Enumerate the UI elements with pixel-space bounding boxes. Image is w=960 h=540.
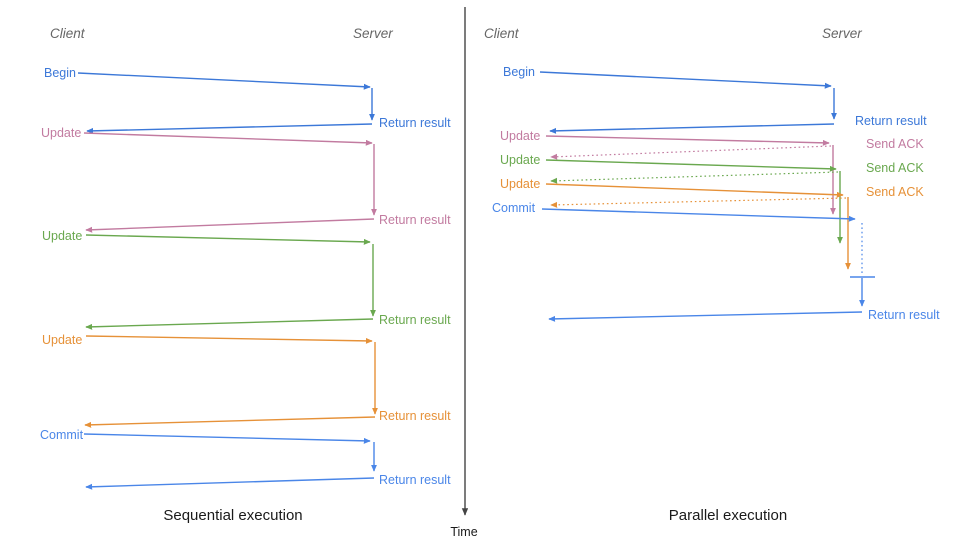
command-label-begin: Begin <box>503 65 535 79</box>
response-label: Return result <box>379 409 451 423</box>
response-label: Return result <box>855 114 927 128</box>
time-axis-label: Time <box>450 525 477 539</box>
request-arrow-update-1 <box>83 132 373 146</box>
request-arrow-update-2 <box>545 159 837 172</box>
command-label-update-2: Update <box>42 229 82 243</box>
command-label-update-3: Update <box>42 333 82 347</box>
panel-title-parallel: Parallel execution <box>669 507 787 524</box>
request-arrow-begin <box>539 71 832 89</box>
response-label: Send ACK <box>866 161 924 175</box>
client-header: Client <box>484 26 520 41</box>
time-axis: Time <box>450 7 478 539</box>
response-arrow <box>84 416 376 428</box>
response-label: Return result <box>868 308 940 322</box>
response-label: Return result <box>379 313 451 327</box>
response-label: Send ACK <box>866 137 924 151</box>
server-header: Server <box>353 26 393 41</box>
command-label-commit: Commit <box>40 428 84 442</box>
response-label: Send ACK <box>866 185 924 199</box>
request-arrow-update-1 <box>545 135 830 146</box>
request-arrow-begin <box>77 72 371 90</box>
ack-arrow-dotted <box>550 197 847 208</box>
response-arrow <box>85 477 375 490</box>
command-label-commit: Commit <box>492 201 536 215</box>
command-label-update-2: Update <box>500 153 540 167</box>
client-header: Client <box>50 26 86 41</box>
response-arrow <box>85 218 375 233</box>
command-label-update-3: Update <box>500 177 540 191</box>
response-arrow <box>86 123 373 134</box>
command-label-update-1: Update <box>41 126 81 140</box>
command-label-begin: Begin <box>44 66 76 80</box>
response-arrow <box>549 123 835 134</box>
parallel-panel: Client Server Begin Return result Update… <box>484 26 940 524</box>
request-arrow-update-3 <box>85 335 373 344</box>
request-arrow-update-3 <box>545 183 844 198</box>
panel-title-sequential: Sequential execution <box>163 507 302 524</box>
ack-arrow-dotted <box>550 145 832 160</box>
request-arrow-update-2 <box>85 234 371 245</box>
response-label: Return result <box>379 213 451 227</box>
response-arrow <box>85 318 374 330</box>
response-arrow <box>548 311 863 322</box>
ack-arrow-dotted <box>550 171 839 184</box>
command-label-update-1: Update <box>500 129 540 143</box>
request-arrow-commit <box>83 433 371 444</box>
response-label: Return result <box>379 473 451 487</box>
server-header: Server <box>822 26 862 41</box>
sequential-panel: Client Server Begin Return result Update… <box>40 26 451 524</box>
response-label: Return result <box>379 116 451 130</box>
request-arrow-commit <box>541 208 856 222</box>
